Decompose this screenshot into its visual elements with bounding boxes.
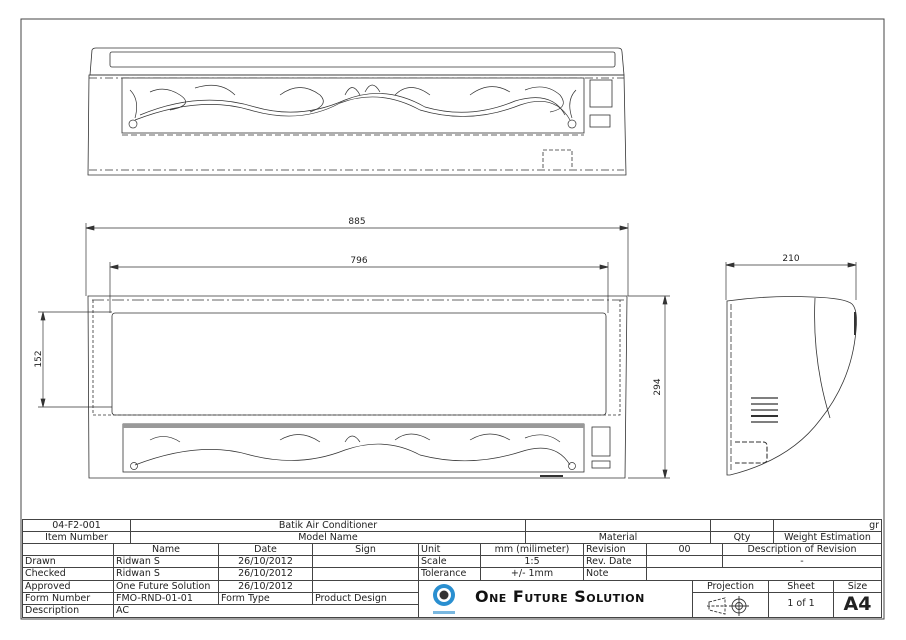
description-label: Description: [22, 604, 114, 618]
top-view: [87, 47, 627, 176]
dimension-panel-height: 152: [34, 350, 44, 367]
ofs-logo-icon: [433, 584, 455, 614]
projection-cell: [692, 592, 769, 618]
batik-ornament-front: [130, 433, 576, 470]
first-angle-projection-icon: [707, 596, 749, 616]
note-value: [646, 567, 882, 581]
dimension-depth: 210: [782, 254, 799, 264]
company-area: One Future Solution: [418, 580, 693, 618]
batik-ornament: [128, 84, 577, 129]
dimension-lines: [38, 223, 857, 479]
checked-name: Ridwan S: [113, 567, 219, 581]
side-view: [726, 296, 857, 476]
description-value: AC: [113, 604, 419, 618]
checked-date: 26/10/2012: [218, 567, 313, 581]
sheet-value: 1 of 1: [768, 592, 834, 618]
checked-sign: [312, 567, 419, 581]
checked-label: Checked: [22, 567, 114, 581]
dimension-panel-width: 796: [350, 256, 367, 266]
front-view: [87, 295, 628, 479]
dimension-overall-width: 885: [348, 217, 365, 227]
tolerance-label: Tolerance: [418, 567, 481, 581]
dimension-overall-height: 294: [653, 378, 663, 395]
size-value: A4: [833, 592, 882, 618]
note-label: Note: [583, 567, 647, 581]
sheet-border: [20, 18, 885, 620]
company-name: One Future Solution: [475, 587, 645, 606]
tolerance-value: +/- 1mm: [480, 567, 584, 581]
